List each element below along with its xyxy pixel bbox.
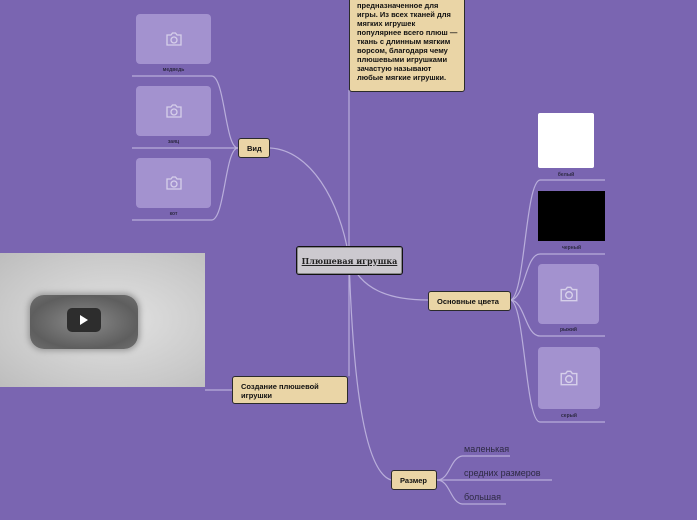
caption-cat: кот [169,211,178,217]
branch-vid-label: Вид [247,143,262,153]
size-large[interactable]: большая [464,492,502,502]
size-small[interactable]: маленькая [464,444,510,454]
camera-icon [165,176,182,190]
caption-grey: серый [561,413,577,419]
branch-creation-label: Создание плюшевой игрушки [241,382,319,400]
caption-hare: заяц [167,139,180,145]
camera-icon [165,104,182,118]
branch-colors[interactable]: Основные цвета [428,291,511,311]
play-button[interactable] [67,308,101,332]
note-node[interactable]: предназначенное для игры. Из всех тканей… [349,0,465,92]
branch-vid[interactable]: Вид [238,138,270,158]
caption-white: белый [557,172,575,178]
note-text: предназначенное для игры. Из всех тканей… [357,1,458,82]
play-icon [80,315,88,325]
branch-size[interactable]: Размер [391,470,437,490]
camera-icon [165,32,182,46]
caption-black: черный [561,245,582,251]
caption-bear: медведь [162,67,185,73]
camera-icon [560,286,577,302]
image-placeholder-bear[interactable] [136,14,211,64]
image-placeholder-hare[interactable] [136,86,211,136]
image-placeholder-ginger[interactable] [538,264,599,324]
root-node[interactable]: Плюшевая игрушка [296,246,403,275]
branch-creation[interactable]: Создание плюшевой игрушки [232,376,348,404]
camera-icon [560,370,578,386]
image-placeholder-cat[interactable] [136,158,211,208]
swatch-black[interactable] [538,191,605,241]
swatch-white[interactable] [538,113,594,168]
caption-ginger: рыжий [559,327,578,333]
size-medium[interactable]: средних размеров [464,468,541,478]
branch-size-label: Размер [400,475,428,485]
root-label: Плюшевая игрушка [301,255,398,266]
branch-colors-label: Основные цвета [437,296,499,306]
image-placeholder-grey[interactable] [538,347,600,409]
